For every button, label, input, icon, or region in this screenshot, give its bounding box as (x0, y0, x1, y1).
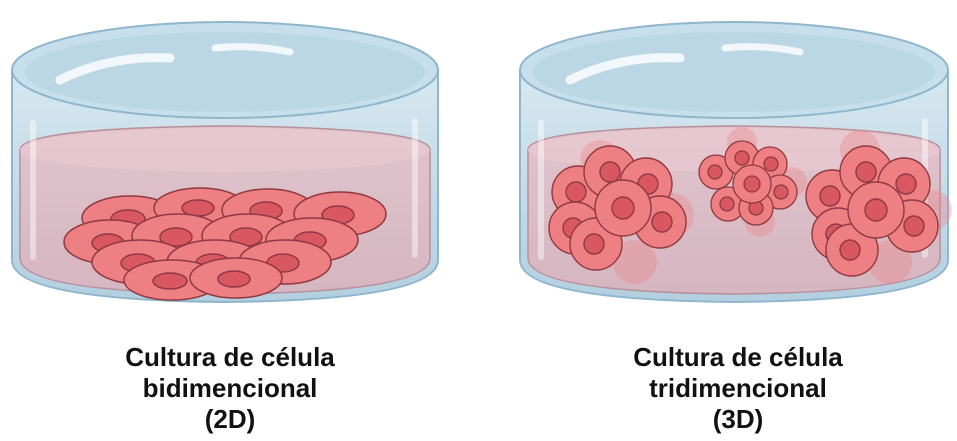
caption-line: bidimencional (20, 373, 440, 404)
caption-3d-culture: Cultura de célula tridimencional (3D) (528, 342, 948, 435)
petri-dish-3d (520, 22, 952, 302)
caption-line: tridimencional (528, 373, 948, 404)
cell (733, 165, 771, 203)
cell (595, 180, 651, 236)
cell (848, 182, 904, 238)
caption-2d-culture: Cultura de célula bidimencional (2D) (20, 342, 440, 435)
caption-line: Cultura de célula (528, 342, 948, 373)
caption-line: (2D) (20, 404, 440, 435)
petri-dish-2d (12, 22, 438, 302)
caption-line: Cultura de célula (20, 342, 440, 373)
caption-line: (3D) (528, 404, 948, 435)
medium-surface-2d (20, 128, 430, 172)
cell (190, 258, 282, 298)
